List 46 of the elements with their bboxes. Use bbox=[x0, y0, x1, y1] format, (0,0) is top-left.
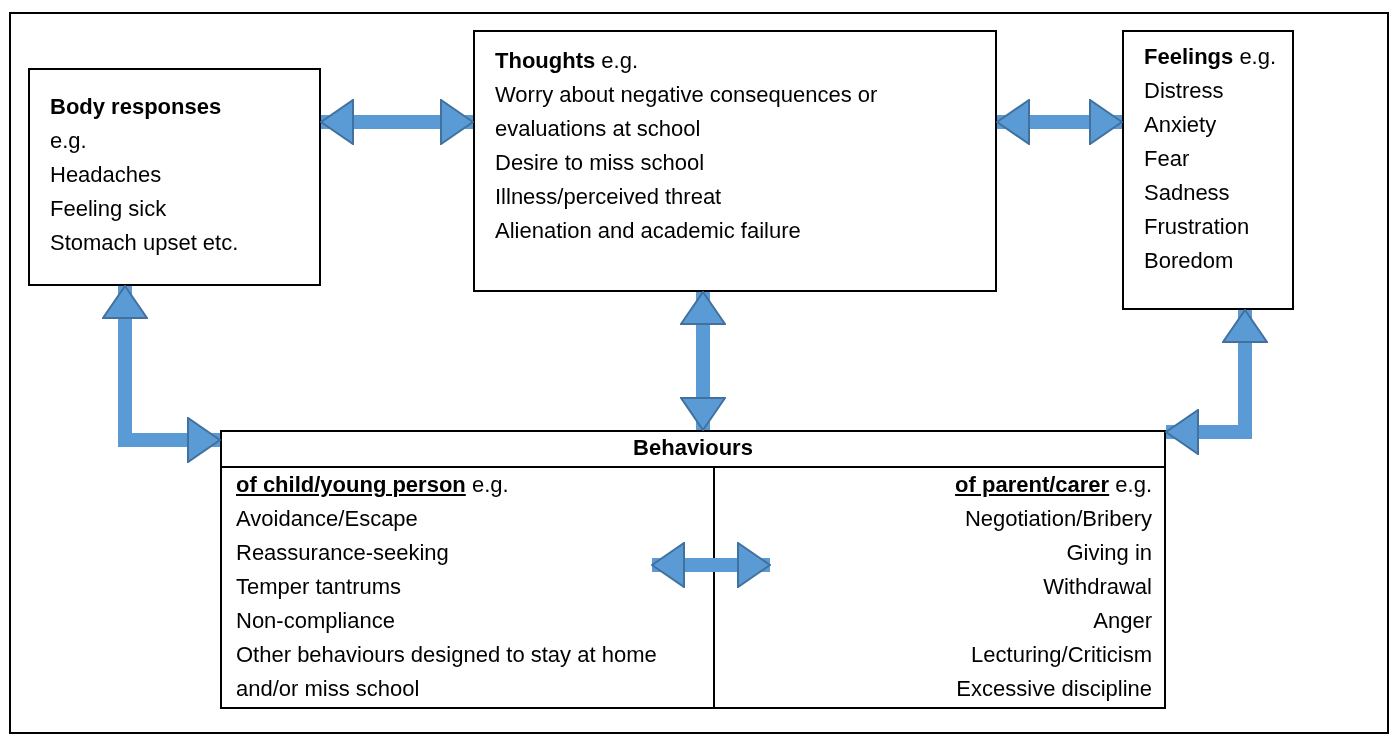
heading-text: of parent/carer bbox=[955, 472, 1110, 497]
list-item-text: Fear bbox=[1144, 146, 1190, 171]
heading-text: Behaviours bbox=[633, 435, 753, 460]
heading-text: Thoughts bbox=[495, 48, 596, 73]
list-item-text: Sadness bbox=[1144, 180, 1230, 205]
double-headed-arrow bbox=[1165, 309, 1268, 455]
list-item-text: Other behaviours designed to stay at home and/or miss school bbox=[236, 642, 657, 701]
list-item-text: Worry about negative consequences or evaluations at school bbox=[495, 82, 878, 141]
list-item-text: Frustration bbox=[1144, 214, 1250, 239]
list-item-text: Non-compliance bbox=[236, 608, 395, 633]
text-box bbox=[28, 68, 321, 286]
list-item-text: Illness/perceived threat bbox=[495, 184, 722, 209]
list-item-text: Avoidance/Escape bbox=[236, 506, 418, 531]
list-item-text: Negotiation/Bribery bbox=[964, 506, 1152, 531]
list-item-text: Lecturing/Criticism bbox=[971, 642, 1152, 667]
double-headed-arrow bbox=[680, 291, 726, 431]
list-item-text: Alienation and academic failure bbox=[495, 218, 801, 243]
list-item-text: Feeling sick bbox=[50, 196, 167, 221]
list-item-text: Boredom bbox=[1144, 248, 1234, 273]
list-item-text: Giving in bbox=[1066, 540, 1152, 565]
example-note: e.g. bbox=[1115, 472, 1152, 497]
list-item-text: Headaches bbox=[50, 162, 162, 187]
heading-text: Feelings bbox=[1144, 44, 1234, 69]
list-item-text: Reassurance-seeking bbox=[236, 540, 449, 565]
double-headed-arrow bbox=[651, 542, 771, 588]
double-headed-arrow bbox=[320, 99, 474, 145]
heading-text: Body responses bbox=[50, 94, 222, 119]
table-box bbox=[220, 430, 1166, 709]
example-note: e.g. bbox=[1239, 44, 1277, 69]
list-item-text: Anger bbox=[1093, 608, 1152, 633]
list-item-text: e.g. bbox=[50, 128, 87, 153]
list-item-text: Desire to miss school bbox=[495, 150, 705, 175]
list-item-text: Distress bbox=[1144, 78, 1224, 103]
list-item-text: Temper tantrums bbox=[236, 574, 402, 599]
list-item-text: Stomach upset etc. bbox=[50, 230, 239, 255]
list-item-text: Excessive discipline bbox=[956, 676, 1152, 701]
list-item-text: Withdrawal bbox=[1043, 574, 1152, 599]
text-box bbox=[473, 30, 997, 292]
list-item-text: Anxiety bbox=[1144, 112, 1217, 137]
double-headed-arrow bbox=[102, 285, 221, 463]
table-column bbox=[713, 466, 1166, 709]
example-note: e.g. bbox=[601, 48, 639, 73]
text-box bbox=[1122, 30, 1294, 310]
example-note: e.g. bbox=[471, 472, 509, 497]
double-headed-arrow bbox=[996, 99, 1123, 145]
heading-text: of child/young person bbox=[236, 472, 466, 497]
